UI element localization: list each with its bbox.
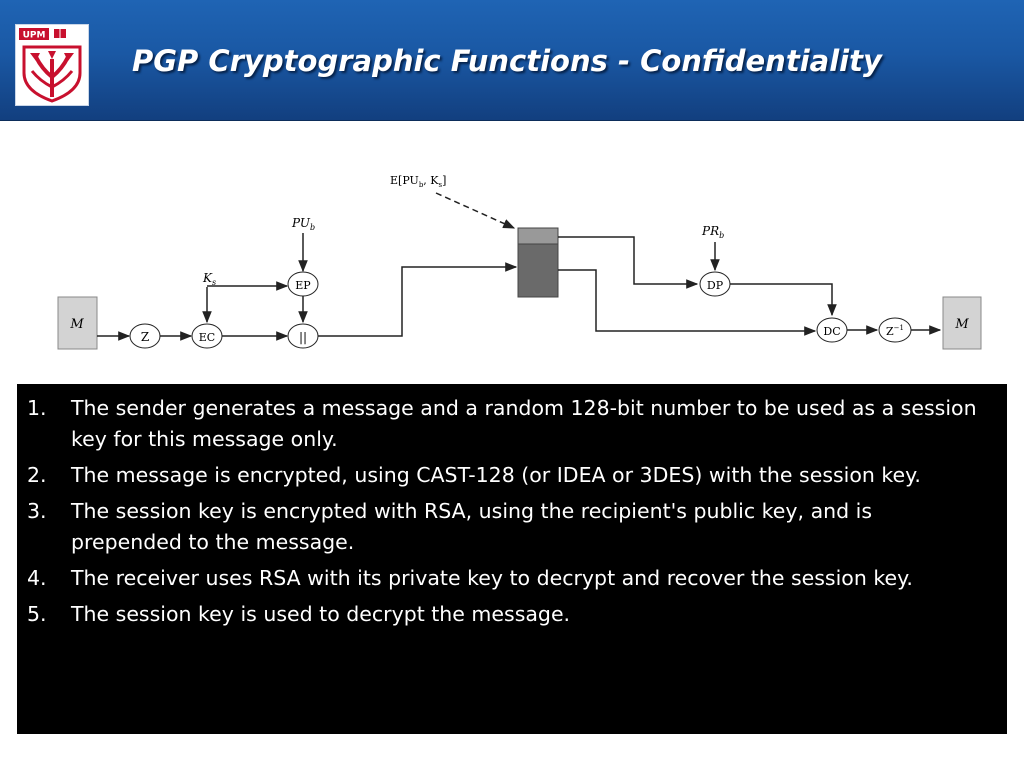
session-key-label: Ks bbox=[202, 271, 216, 287]
message-output-label: M bbox=[954, 317, 969, 332]
arrow-packet-to-dc bbox=[558, 269, 817, 336]
upm-crest-icon: UPM bbox=[19, 28, 82, 103]
arrow-dp-to-dc bbox=[730, 283, 837, 317]
encrypted-key-label: E[PUb, Ks] bbox=[390, 174, 446, 189]
encrypt-conventional-label: EC bbox=[199, 331, 215, 344]
steps-panel: 1.The sender generates a message and a r… bbox=[17, 384, 1007, 734]
message-source-label: M bbox=[69, 317, 84, 332]
public-key-label: PUb bbox=[291, 216, 315, 232]
message-output-box bbox=[942, 296, 982, 350]
packet-message-block bbox=[517, 243, 559, 298]
encrypt-public-label: EP bbox=[295, 279, 311, 292]
list-item: 1.The sender generates a message and a r… bbox=[27, 393, 985, 455]
concat-label: || bbox=[299, 330, 307, 344]
arrow-packet-to-dp bbox=[558, 236, 699, 289]
step-text: The session key is used to decrypt the m… bbox=[71, 602, 571, 626]
decompress-label: Z−1 bbox=[886, 324, 904, 338]
list-item: 3.The session key is encrypted with RSA,… bbox=[27, 496, 985, 558]
decrypt-public-label: DP bbox=[707, 279, 724, 292]
steps-list: 1.The sender generates a message and a r… bbox=[27, 393, 985, 630]
step-text: The sender generates a message and a ran… bbox=[71, 396, 977, 451]
list-item: 5.The session key is used to decrypt the… bbox=[27, 599, 985, 630]
logo-text: UPM bbox=[23, 31, 46, 41]
upm-logo: UPM bbox=[15, 24, 89, 106]
message-source-box bbox=[57, 296, 98, 350]
arrow-concat-to-packet bbox=[318, 262, 518, 337]
compress-label: Z bbox=[141, 330, 149, 344]
private-key-label: PRb bbox=[701, 224, 724, 240]
list-item: 4.The receiver uses RSA with its private… bbox=[27, 563, 985, 594]
list-item: 2.The message is encrypted, using CAST-1… bbox=[27, 460, 985, 491]
slide-title: PGP Cryptographic Functions - Confidenti… bbox=[132, 44, 882, 78]
dashed-arrow-encrypted-key bbox=[435, 192, 516, 229]
decrypt-conventional-label: DC bbox=[823, 325, 840, 338]
step-text: The session key is encrypted with RSA, u… bbox=[71, 499, 873, 554]
step-text: The receiver uses RSA with its private k… bbox=[71, 566, 913, 590]
step-text: The message is encrypted, using CAST-128… bbox=[71, 463, 921, 487]
packet-key-block bbox=[517, 227, 559, 245]
title-bar: UPM PGP Cryptographic Functions - Confid… bbox=[0, 0, 1024, 121]
pgp-confidentiality-diagram: M Z EC Ks PUb EP || E[PUb, Ks] bbox=[0, 120, 1024, 385]
